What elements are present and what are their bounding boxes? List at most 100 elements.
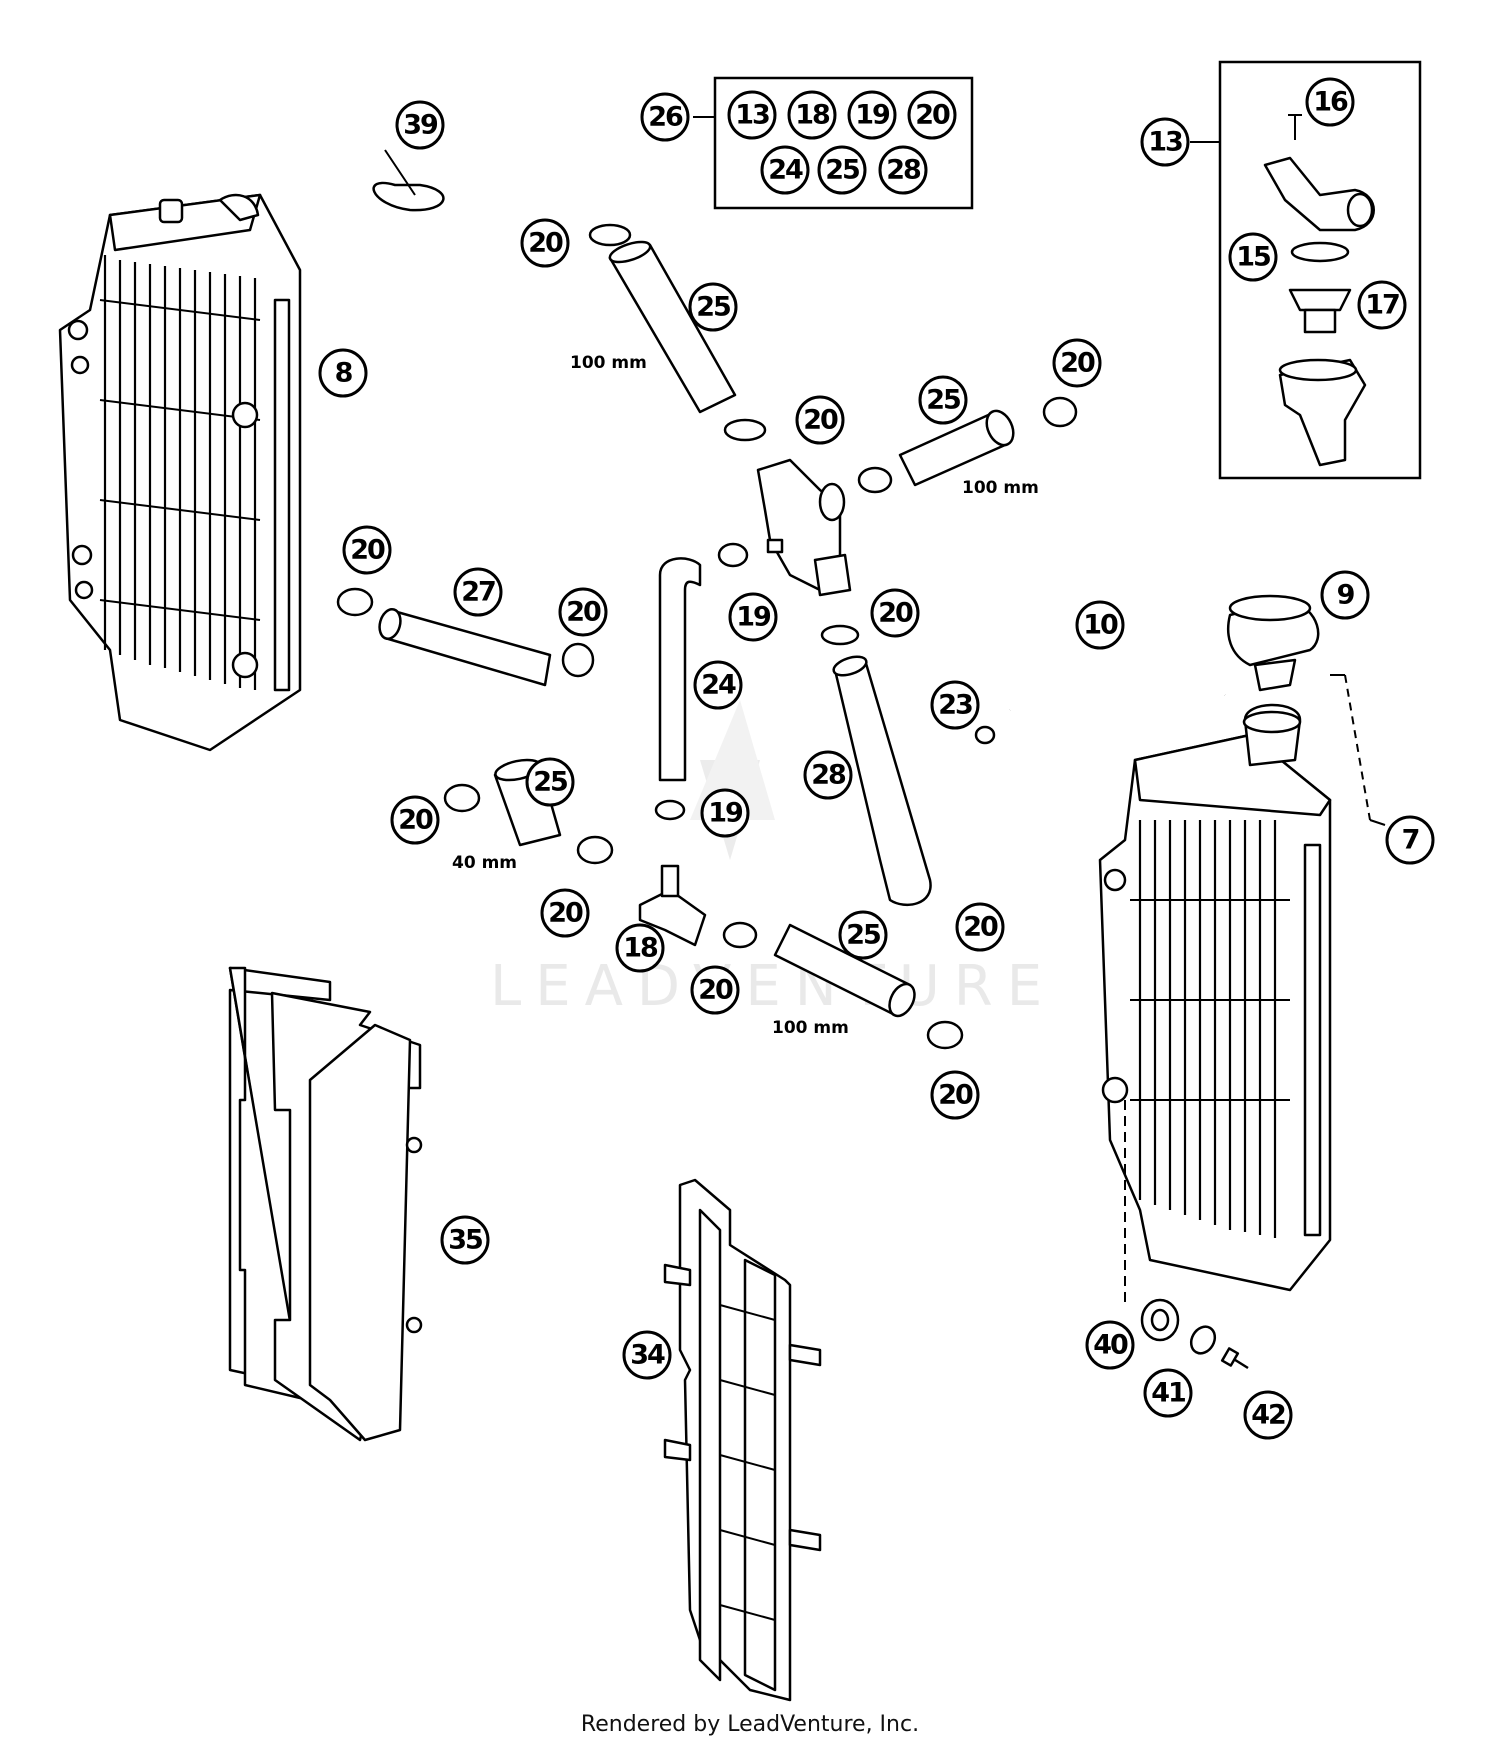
watermark: LEADVENTURE	[490, 700, 1056, 1019]
callout-assembly-13[interactable]: 13	[1140, 117, 1190, 167]
svg-text:20: 20	[566, 597, 601, 628]
callout-20-d[interactable]: 20	[342, 525, 392, 575]
cable-tie[interactable]	[372, 149, 445, 212]
hose-24[interactable]	[658, 557, 702, 782]
svg-text:15: 15	[1236, 242, 1270, 273]
svg-text:24: 24	[768, 155, 803, 186]
callout-10[interactable]: 10	[1075, 600, 1125, 650]
callout-20-b[interactable]: 20	[795, 395, 845, 445]
kit-26-item-19: 19	[847, 90, 897, 140]
right-radiator[interactable]	[1098, 674, 1386, 1305]
callout-20-f[interactable]: 20	[870, 588, 920, 638]
left-radiator[interactable]	[58, 193, 302, 752]
kit-26-item-20: 20	[907, 90, 957, 140]
callout-41[interactable]: 41	[1143, 1368, 1193, 1418]
svg-text:13: 13	[735, 100, 769, 131]
dimension-hose-right: 100 mm	[962, 478, 1039, 498]
svg-text:28: 28	[811, 760, 846, 791]
callout-39[interactable]: 39	[395, 100, 445, 150]
thermostat-assembly-box	[1190, 60, 1422, 480]
svg-text:20: 20	[803, 405, 838, 436]
radiator-guard-34[interactable]	[663, 1178, 822, 1702]
callout-20-h[interactable]: 20	[540, 888, 590, 938]
kit-26-item-18: 18	[787, 90, 837, 140]
hose-10[interactable]	[1007, 654, 1229, 714]
svg-text:25: 25	[533, 767, 567, 798]
callout-19-a[interactable]: 19	[728, 592, 778, 642]
svg-text:34: 34	[630, 1340, 665, 1371]
callout-19-b[interactable]: 19	[700, 788, 750, 838]
svg-text:20: 20	[698, 975, 733, 1006]
hose-28[interactable]	[831, 653, 932, 907]
radiator-guard-35[interactable]	[228, 966, 423, 1442]
callout-42[interactable]: 42	[1243, 1390, 1293, 1440]
svg-text:40: 40	[1093, 1330, 1128, 1361]
svg-text:24: 24	[701, 670, 736, 701]
hose-lower[interactable]	[773, 923, 920, 1020]
callout-35[interactable]: 35	[440, 1215, 490, 1265]
svg-text:27: 27	[461, 577, 495, 608]
svg-text:20: 20	[963, 912, 998, 943]
callout-25-a[interactable]: 25	[688, 282, 738, 332]
callout-8[interactable]: 8	[318, 348, 368, 398]
callout-18[interactable]: 18	[615, 923, 665, 973]
hose-upper[interactable]	[608, 238, 737, 414]
svg-text:13: 13	[1148, 127, 1182, 158]
kit-26-item-13: 13	[727, 90, 777, 140]
svg-text:20: 20	[878, 598, 913, 629]
hose-27[interactable]	[376, 607, 552, 687]
callout-25-c[interactable]: 25	[525, 757, 575, 807]
callout-20-i[interactable]: 20	[955, 902, 1005, 952]
svg-text:10: 10	[1083, 610, 1118, 641]
callout-25-d[interactable]: 25	[838, 910, 888, 960]
hose-right[interactable]	[898, 407, 1018, 487]
watermark-text: LEADVENTURE	[490, 954, 1056, 1019]
callout-27[interactable]: 27	[453, 567, 503, 617]
callout-7[interactable]: 7	[1385, 815, 1435, 865]
svg-text:19: 19	[708, 798, 743, 829]
callout-23[interactable]: 23	[930, 680, 980, 730]
callout-25-b[interactable]: 25	[918, 375, 968, 425]
radiator-cap[interactable]	[1226, 594, 1320, 692]
callout-20-j[interactable]: 20	[690, 965, 740, 1015]
svg-text:35: 35	[448, 1225, 482, 1256]
svg-text:41: 41	[1151, 1378, 1185, 1409]
callout-28[interactable]: 28	[803, 750, 853, 800]
svg-text:42: 42	[1251, 1400, 1285, 1431]
callout-40[interactable]: 40	[1085, 1320, 1135, 1370]
callout-9[interactable]: 9	[1320, 570, 1370, 620]
svg-text:20: 20	[938, 1080, 973, 1111]
kit-26-item-24: 24	[760, 145, 810, 195]
callout-20-c[interactable]: 20	[1052, 338, 1102, 388]
svg-text:19: 19	[736, 602, 771, 633]
svg-text:28: 28	[886, 155, 921, 186]
svg-text:23: 23	[938, 690, 972, 721]
svg-text:20: 20	[350, 535, 385, 566]
thermostat-housing[interactable]	[756, 458, 852, 597]
mounting-hardware[interactable]	[1140, 1298, 1249, 1370]
callout-17[interactable]: 17	[1357, 280, 1407, 330]
dimension-hose-upper: 100 mm	[570, 353, 647, 373]
svg-text:20: 20	[548, 898, 583, 929]
callout-20-a[interactable]: 20	[520, 218, 570, 268]
callout-16[interactable]: 16	[1305, 77, 1355, 127]
callout-15[interactable]: 15	[1228, 232, 1278, 282]
svg-text:20: 20	[1060, 348, 1095, 379]
callout-34[interactable]: 34	[622, 1330, 672, 1380]
callout-20-e[interactable]: 20	[558, 587, 608, 637]
svg-text:25: 25	[926, 385, 960, 416]
svg-text:19: 19	[855, 100, 890, 131]
callout-20-k[interactable]: 20	[930, 1070, 980, 1120]
callout-kit-26[interactable]: 26	[640, 92, 690, 142]
callout-20-g[interactable]: 20	[390, 795, 440, 845]
callout-24[interactable]: 24	[693, 660, 743, 710]
t-piece[interactable]	[638, 864, 707, 947]
svg-text:25: 25	[696, 292, 730, 323]
svg-text:18: 18	[623, 933, 658, 964]
footer-credit: Rendered by LeadVenture, Inc.	[580, 1712, 920, 1737]
right-radiator-fins	[1130, 820, 1290, 1238]
svg-text:17: 17	[1365, 290, 1399, 321]
kit-26-item-25: 25	[817, 145, 867, 195]
svg-text:26: 26	[648, 102, 683, 133]
